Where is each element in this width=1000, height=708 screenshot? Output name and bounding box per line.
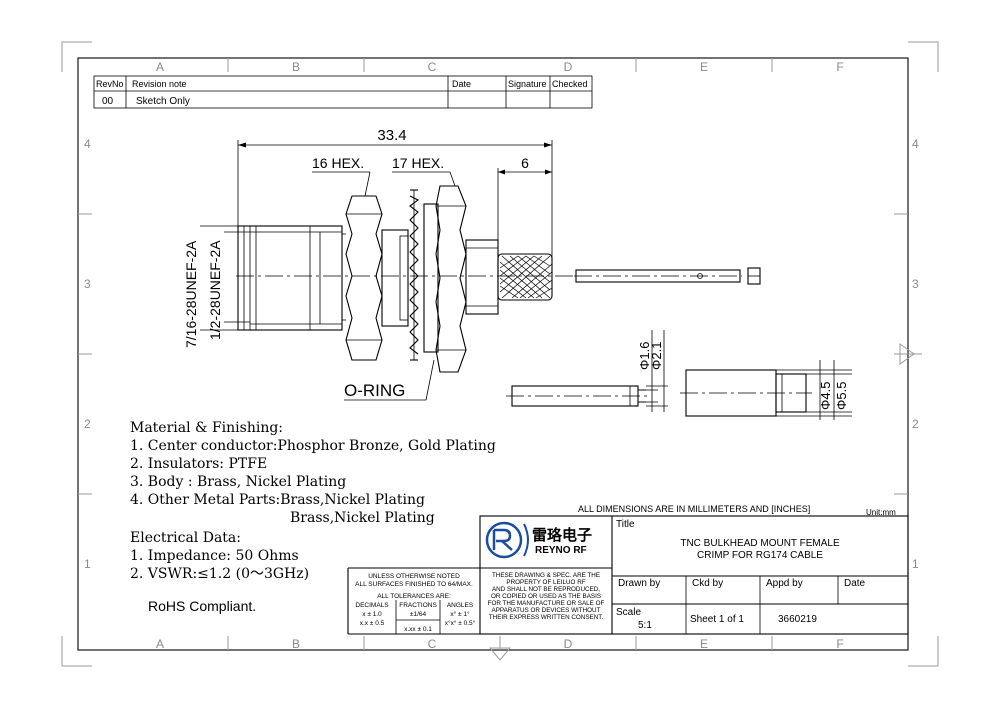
rev-header-date: Date: [452, 79, 471, 89]
property-line-3: AND SHALL NOT BE REPRODUCED,: [492, 586, 600, 593]
property-line-2: PROPERTY OF LEILUO RF: [506, 579, 585, 586]
grid-columns: A B C D E F A B C D E F: [156, 58, 844, 651]
col-c-bottom: C: [428, 637, 437, 651]
company-logo: [485, 521, 529, 559]
rev-header-note: Revision note: [132, 79, 187, 89]
col-e-top: E: [700, 60, 708, 74]
electrical-section: Electrical Data: 1. Impedance: 50 Ohms 2…: [130, 530, 309, 614]
material-item-3: 3. Body : Brass, Nickel Plating: [130, 474, 346, 490]
property-line-7: THEIR EXPRESS WRITTEN CONSENT.: [489, 614, 604, 621]
material-item-4-continuation: Brass,Nickel Plating: [290, 510, 435, 526]
part-number: 3660219: [778, 614, 817, 625]
property-line-1: THESE DRAWING & SPEC. ARE THE: [492, 572, 600, 579]
col-a-top: A: [156, 60, 164, 74]
rohs-note: RoHS Compliant.: [148, 598, 256, 614]
ckd-by-label: Ckd by: [692, 578, 723, 589]
col-f-top: F: [836, 60, 843, 74]
appd-by-label: Appd by: [766, 578, 803, 589]
rev-row-revno: 00: [102, 96, 114, 107]
property-line-5: FOR THE MANUFACTURE OR SALE OF: [488, 600, 605, 607]
dim-ferrule-d1: Φ4.5: [818, 382, 833, 410]
dim-hex-17: 17 HEX.: [392, 155, 444, 171]
rev-row-note: Sketch Only: [136, 96, 190, 107]
property-line-4: OR COPIED OR USED AS THE BASIS: [491, 593, 601, 600]
tolerance-line-2: ALL SURFACES FINISHED TO 64/MAX.: [355, 581, 473, 588]
rev-header-signature: Signature: [508, 79, 547, 89]
row-4-left: 4: [84, 137, 91, 151]
center-pin-drawing: Φ1.6 Φ2.1: [506, 330, 668, 412]
tol-angle-2: x°x° ± 0.5°: [445, 619, 476, 627]
revision-table: RevNo Revision note Date Signature Check…: [93, 75, 593, 109]
row-4-right: 4: [912, 137, 919, 151]
material-item-4: 4. Other Metal Parts:Brass,Nickel Platin…: [130, 492, 425, 508]
col-c-top: C: [428, 60, 437, 74]
tol-header-decimals: DECIMALS: [355, 602, 389, 609]
dim-overall-length: 33.4: [377, 127, 406, 144]
dim-pin-d2: Φ2.1: [649, 342, 664, 370]
title-label: Title: [616, 519, 635, 530]
dim-crimp-length: 6: [521, 155, 529, 171]
dim-hex-16: 16 HEX.: [312, 155, 364, 171]
rev-header-revno: RevNo: [96, 79, 124, 89]
rev-header-checked: Checked: [552, 79, 588, 89]
corner-marks: [61, 41, 939, 667]
electrical-heading: Electrical Data:: [130, 530, 241, 546]
materials-section: Material & Finishing: 1. Center conducto…: [130, 420, 496, 526]
row-3-left: 3: [84, 277, 91, 291]
row-2-left: 2: [84, 417, 91, 431]
col-e-bottom: E: [700, 637, 708, 651]
contact-pin-drawing: [574, 267, 761, 285]
date-label: Date: [844, 578, 866, 589]
tolerance-line-1: UNLESS OTHERWISE NOTED: [368, 573, 460, 580]
scale-label: Scale: [616, 607, 641, 618]
row-3-right: 3: [912, 277, 919, 291]
col-b-top: B: [292, 60, 300, 74]
grid-rows: 4 3 2 1 4 3 2 1: [78, 137, 922, 661]
dim-thread-inner: 1/2-28UNEF-2A: [207, 240, 223, 340]
tol-decimal-1: x ± 1.0: [362, 611, 382, 618]
material-item-1: 1. Center conductor:Phosphor Bronze, Gol…: [130, 438, 496, 454]
label-oring: O-RING: [344, 381, 405, 400]
dim-pin-d1: Φ1.6: [637, 342, 652, 370]
row-1-left: 1: [84, 557, 91, 571]
row-2-right: 2: [912, 417, 919, 431]
col-d-top: D: [564, 60, 573, 74]
unit-label: Unit:mm: [866, 508, 896, 517]
electrical-item-2: 2. VSWR:≤1.2 (0～3GHz): [130, 566, 309, 582]
col-b-bottom: B: [292, 637, 300, 651]
tol-decimal-2: x.x ± 0.5: [360, 620, 385, 627]
title-line-1: TNC BULKHEAD MOUNT FEMALE: [680, 538, 840, 549]
electrical-item-1: 1. Impedance: 50 Ohms: [130, 548, 299, 564]
connector-drawing: 33.4 16 HEX. 17 HEX. 6 7/16-28UNEF-2A 1/…: [183, 127, 574, 401]
units-note: ALL DIMENSIONS ARE IN MILLIMETERS AND [I…: [578, 504, 810, 514]
knurl-pattern: [499, 255, 553, 299]
company-name-en: REYNO RF: [535, 545, 587, 556]
row-1-right: 1: [912, 557, 919, 571]
scale-value: 5:1: [638, 620, 652, 631]
tol-header-fractions: FRACTIONS: [399, 602, 437, 609]
tolerance-line-3: ALL TOLERANCES ARE:: [377, 593, 451, 600]
col-d-bottom: D: [564, 637, 573, 651]
tol-xxx: x.xx ± 0.1: [404, 626, 432, 633]
title-line-2: CRIMP FOR RG174 CABLE: [697, 550, 823, 561]
tol-fraction: ±1/64: [410, 611, 427, 618]
title-block: ALL DIMENSIONS ARE IN MILLIMETERS AND [I…: [347, 504, 909, 635]
property-line-6: APPARATUS OR DEVICES WITHOUT: [492, 607, 601, 614]
col-f-bottom: F: [836, 637, 843, 651]
bottom-centering-arrow-icon: [488, 647, 512, 661]
materials-heading: Material & Finishing:: [130, 420, 283, 436]
sheet-number: Sheet 1 of 1: [690, 614, 744, 625]
tol-header-angles: ANGLES: [447, 602, 474, 609]
dim-ferrule-d2: Φ5.5: [834, 382, 849, 410]
ferrule-drawing: Φ4.5 Φ5.5: [680, 360, 852, 420]
tol-angle-1: x° ± 1°: [450, 610, 470, 618]
company-name-cn: 雷珞电子: [532, 526, 592, 544]
dim-thread-outer: 7/16-28UNEF-2A: [183, 240, 199, 348]
col-a-bottom: A: [156, 637, 164, 651]
material-item-2: 2. Insulators: PTFE: [130, 456, 267, 472]
drawn-by-label: Drawn by: [618, 578, 660, 589]
